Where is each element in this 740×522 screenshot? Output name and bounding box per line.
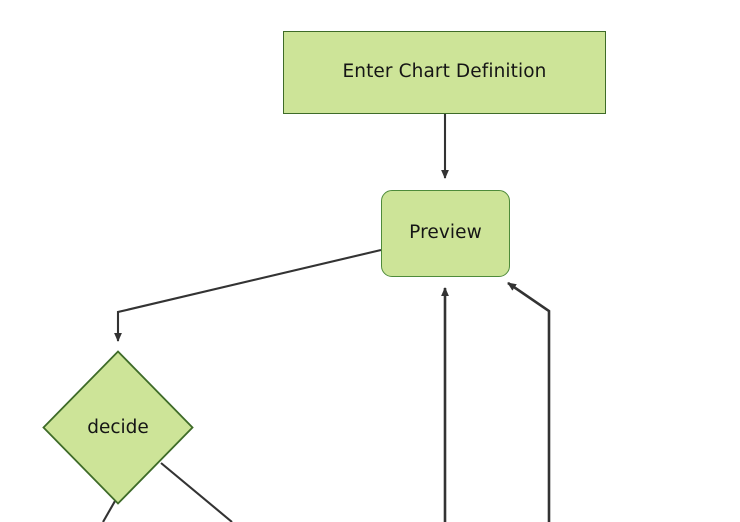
edge-preview-to-decide bbox=[114, 248, 382, 342]
edge-decide-to-bottom-left bbox=[102, 500, 116, 522]
edge-decide-to-bottom-right bbox=[160, 462, 233, 522]
node-decide[interactable]: decide bbox=[42, 350, 194, 505]
decide-diamond-shape bbox=[42, 350, 194, 505]
node-enter-chart-definition[interactable]: Enter Chart Definition bbox=[283, 31, 606, 114]
node-preview-label: Preview bbox=[409, 222, 482, 244]
node-preview[interactable]: Preview bbox=[381, 190, 510, 277]
node-enter-chart-definition-label: Enter Chart Definition bbox=[342, 61, 547, 83]
edge-bottom-right-to-preview bbox=[507, 281, 551, 522]
